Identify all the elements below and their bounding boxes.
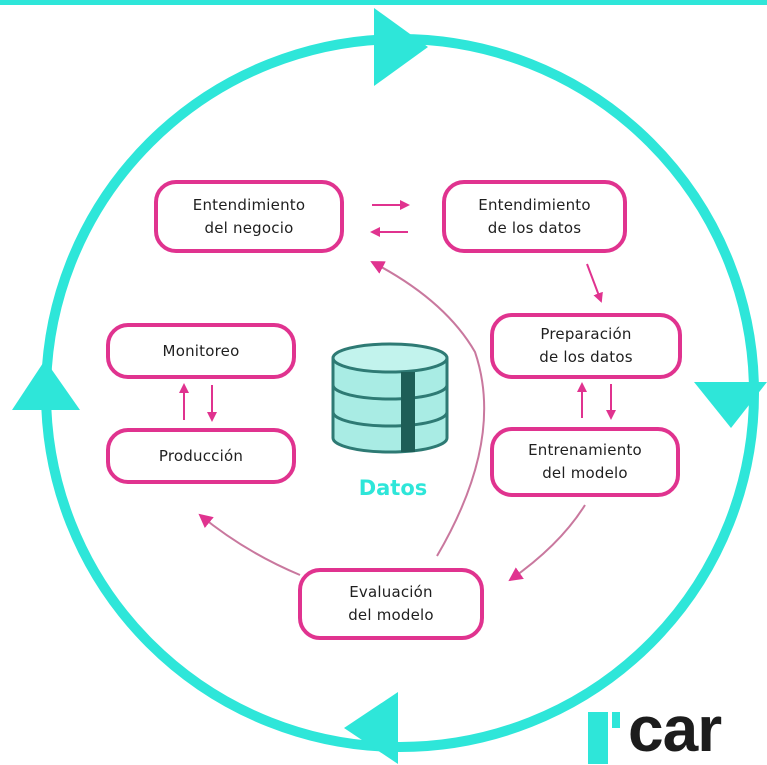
step-monitoreo: Monitoreo <box>106 323 296 379</box>
database-icon <box>331 342 449 454</box>
ring-arrow-top-icon <box>374 8 428 86</box>
curve-entrenamiento-to-evaluacion <box>508 504 586 582</box>
ring-arrow-right-icon <box>694 382 767 428</box>
arrow-datos-to-preparacion <box>586 263 603 303</box>
logo-mark <box>588 712 608 764</box>
center-label-datos: Datos <box>358 476 428 500</box>
step-preparacion-datos: Preparación de los datos <box>490 313 682 379</box>
ring-arrow-bottom-icon <box>344 692 398 764</box>
curve-evaluacion-to-produccion <box>198 513 301 576</box>
step-produccion: Producción <box>106 428 296 484</box>
curve-evaluacion-to-negocio <box>370 261 486 557</box>
step-entrenamiento-modelo: Entrenamiento del modelo <box>490 427 680 497</box>
ring-arrow-left-icon <box>12 360 80 410</box>
top-accent-bar <box>0 0 767 5</box>
logo-text: car <box>628 693 722 765</box>
step-evaluacion-modelo: Evaluación del modelo <box>298 568 484 640</box>
step-entendimiento-negocio: Entendimiento del negocio <box>154 180 344 253</box>
step-entendimiento-datos: Entendimiento de los datos <box>442 180 627 253</box>
logo-mark-small <box>612 712 620 728</box>
